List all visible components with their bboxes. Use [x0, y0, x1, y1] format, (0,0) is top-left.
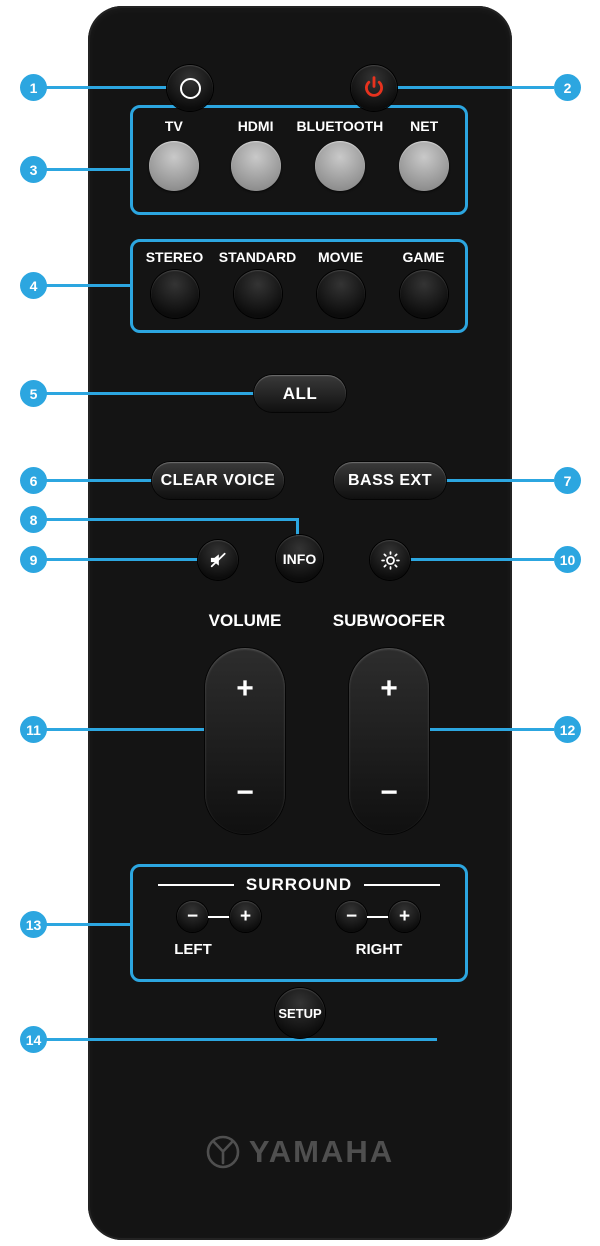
movie-label: MOVIE	[317, 249, 364, 265]
all-button[interactable]: ALL	[254, 375, 346, 412]
bluetooth-label: BLUETOOTH	[296, 118, 384, 134]
callout-line-6	[46, 479, 152, 482]
callout-line-14	[46, 1038, 437, 1041]
subwoofer-down-button[interactable]: −	[380, 776, 398, 809]
mute-button[interactable]	[198, 540, 238, 580]
callout-badge-9: 9	[20, 546, 47, 573]
callout-line-3	[46, 168, 130, 171]
stereo-label: STEREO	[145, 249, 204, 265]
connect-ring-icon	[179, 77, 201, 99]
info-button[interactable]: INFO	[276, 535, 323, 582]
callout-badge-14: 14	[20, 1026, 47, 1053]
connect-button[interactable]	[167, 65, 213, 111]
surround-right-label: RIGHT	[355, 941, 403, 958]
yamaha-tuning-forks-icon	[206, 1135, 240, 1169]
surround-left-pair: − +	[177, 901, 261, 932]
game-button[interactable]	[399, 270, 448, 318]
surround-right-plus-button[interactable]: +	[389, 901, 420, 932]
callout-line-13	[46, 923, 130, 926]
callout-line-8a	[46, 518, 299, 521]
power-button[interactable]	[351, 65, 397, 111]
surround-header-line-right	[364, 884, 441, 886]
callout-line-1	[46, 86, 168, 89]
bass-ext-button[interactable]: BASS EXT	[334, 462, 446, 499]
callout-line-10	[410, 558, 554, 561]
volume-rocker: + −	[205, 648, 285, 834]
callout-badge-13: 13	[20, 911, 47, 938]
brand-logo: YAMAHA	[88, 1126, 512, 1178]
callout-line-7	[445, 479, 554, 482]
callout-line-4	[46, 284, 130, 287]
callout-badge-3: 3	[20, 156, 47, 183]
tv-button[interactable]	[148, 141, 199, 191]
callout-badge-2: 2	[554, 74, 581, 101]
callout-badge-1: 1	[20, 74, 47, 101]
surround-left-plus-button[interactable]: +	[230, 901, 261, 932]
movie-button[interactable]	[316, 270, 365, 318]
callout-badge-4: 4	[20, 272, 47, 299]
callout-line-2	[396, 86, 554, 89]
volume-label: VOLUME	[208, 611, 282, 630]
callout-line-12	[429, 728, 554, 731]
hdmi-label: HDMI	[237, 118, 274, 134]
callout-line-8b	[296, 518, 299, 536]
callout-badge-12: 12	[554, 716, 581, 743]
surround-left-label: LEFT	[174, 941, 212, 958]
callout-badge-8: 8	[20, 506, 47, 533]
volume-up-button[interactable]: +	[236, 672, 254, 705]
standard-button[interactable]	[233, 270, 282, 318]
tv-label: TV	[164, 118, 183, 134]
dimmer-button[interactable]	[370, 540, 410, 580]
callout-line-11	[46, 728, 205, 731]
volume-down-button[interactable]: −	[236, 776, 254, 809]
subwoofer-up-button[interactable]: +	[380, 672, 398, 705]
net-button[interactable]	[399, 141, 450, 191]
power-icon	[365, 76, 383, 97]
dimmer-sun-icon	[380, 550, 400, 570]
surround-header-line-left	[157, 884, 234, 886]
callout-line-9	[46, 558, 198, 561]
callout-badge-11: 11	[20, 716, 47, 743]
callout-badge-10: 10	[554, 546, 581, 573]
surround-right-pair: − +	[336, 901, 420, 932]
surround-header: SURROUND	[133, 875, 465, 895]
surround-right-minus-button[interactable]: −	[336, 901, 367, 932]
sound-mode-buttons-group: STEREO STANDARD MOVIE GAME	[130, 239, 468, 333]
callout-badge-5: 5	[20, 380, 47, 407]
callout-badge-6: 6	[20, 467, 47, 494]
callout-badge-7: 7	[554, 467, 581, 494]
hdmi-button[interactable]	[230, 141, 281, 191]
standard-label: STANDARD	[218, 249, 297, 265]
surround-right-dash	[367, 915, 389, 918]
subwoofer-label: SUBWOOFER	[332, 611, 446, 630]
stereo-button[interactable]	[150, 270, 199, 318]
callout-line-5	[46, 392, 254, 395]
brand-logo-text: YAMAHA	[248, 1134, 395, 1169]
mute-speaker-icon	[210, 552, 226, 568]
bluetooth-button[interactable]	[314, 141, 365, 191]
net-label: NET	[410, 118, 439, 134]
surround-left-dash	[208, 915, 230, 918]
clear-voice-button[interactable]: CLEAR VOICE	[152, 462, 284, 499]
game-label: GAME	[402, 249, 445, 265]
subwoofer-rocker: + −	[349, 648, 429, 834]
surround-buttons-group: SURROUND − + − + LEFT RIGHT	[130, 864, 468, 982]
input-buttons-group: TV HDMI BLUETOOTH NET	[130, 105, 468, 215]
setup-button[interactable]: SETUP	[275, 988, 325, 1038]
surround-title: SURROUND	[245, 875, 353, 894]
surround-left-minus-button[interactable]: −	[177, 901, 208, 932]
